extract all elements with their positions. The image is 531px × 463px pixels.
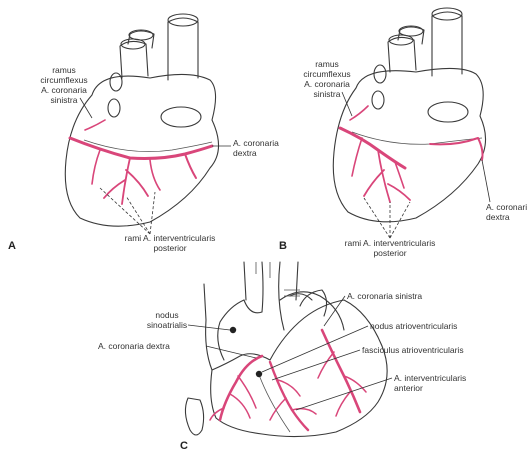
panel-c-leader-dextra — [206, 346, 256, 358]
label-text: sinoatrialis — [147, 320, 187, 330]
panel-c-label-coronaria-sinistra: A. coronaria sinistra — [347, 291, 422, 301]
label-text: nodus — [155, 310, 178, 320]
label-text: circumflexus — [40, 75, 87, 85]
panel-b-left-pulm-vein — [374, 65, 386, 83]
panel-a-aorta — [168, 18, 198, 80]
panel-c-leader-sinoatrialis — [188, 325, 230, 330]
label-text: A. interventricularis — [394, 373, 466, 383]
panel-c-atrioventricular-node — [256, 371, 262, 377]
label-text: dextra — [486, 212, 510, 222]
panel-c-pericardial-fold — [185, 398, 203, 435]
label-text: posterior — [373, 248, 406, 258]
panel-b-label-coronaria-dextra: A. coronari dextra — [486, 202, 527, 222]
panel-b-leader-dextra — [482, 160, 490, 202]
panel-a-coronaria-dextra-segment — [185, 154, 196, 178]
panel-c-label-coronaria-dextra: A. coronaria dextra — [98, 341, 170, 351]
panel-a-letter: A — [8, 240, 16, 252]
label-text: circumflexus — [303, 69, 350, 79]
panel-b-ivc-opening — [428, 102, 468, 122]
panel-a-ivc-opening — [161, 107, 201, 127]
panel-b-coronaria-dextra-segment — [430, 138, 483, 160]
panel-b-leader-rami — [364, 198, 410, 238]
panel-c — [185, 262, 387, 437]
panel-c-septum — [258, 372, 290, 432]
panel-b — [333, 8, 485, 222]
label-text: sinistra — [51, 95, 78, 105]
label-text: ramus — [52, 65, 76, 75]
panel-a-pulmonary-vessels — [120, 31, 154, 78]
panel-b-posterior-interventricular-branch-2 — [350, 106, 404, 188]
panel-b-left-pulm-vein-2 — [372, 91, 384, 109]
label-text: A. coronaria — [304, 79, 350, 89]
panel-a — [65, 14, 218, 226]
panel-c-label-sinoatrialis: nodus sinoatrialis — [147, 310, 187, 330]
label-text: rami A. interventricularis — [125, 233, 216, 243]
label-text: sinistra — [314, 89, 341, 99]
label-text: ramus — [315, 59, 339, 69]
panel-a-left-pulm-vein-2 — [108, 99, 120, 117]
panel-c-sinoatrial-node — [230, 327, 236, 333]
panel-a-left-pulm-vein — [110, 73, 122, 91]
panel-b-label-circumflexus: ramus circumflexus A. coronaria sinistra — [303, 59, 350, 99]
label-text: anterior — [394, 383, 423, 393]
label-text: A. coronari — [486, 202, 527, 212]
label-text: A. coronaria — [41, 85, 87, 95]
label-text: dextra — [233, 148, 257, 158]
panel-a-posterior-interventricular-branch-1 — [104, 158, 148, 204]
panel-b-aorta — [432, 12, 462, 76]
panel-a-label-rami: rami A. interventricularis posterior — [125, 233, 216, 253]
panel-c-anterior-interventricular-artery — [270, 362, 308, 430]
panel-c-leader-anterior — [296, 378, 392, 410]
panel-a-label-coronaria-dextra: A. coronaria dextra — [233, 138, 279, 158]
panel-c-right-coronary-artery — [220, 356, 262, 420]
panel-b-label-rami: rami A. interventricularis posterior — [345, 238, 436, 258]
panel-c-label-fasciculus: fasciculus atrioventricularis — [362, 345, 464, 355]
panel-c-label-interventricularis-anterior: A. interventricularis anterior — [394, 373, 466, 393]
label-text: A. coronaria — [233, 138, 279, 148]
panel-c-heart-outline — [211, 300, 387, 437]
panel-a-circumflex-artery — [70, 138, 212, 159]
panel-b-pulmonary-vessels — [388, 27, 424, 72]
panel-c-label-atrioventricularis: nodus atrioventricularis — [370, 321, 457, 331]
label-text: posterior — [153, 243, 186, 253]
panel-c-anterior-branches — [270, 380, 316, 420]
label-text: rami A. interventricularis — [345, 238, 436, 248]
panel-c-leader-fasciculus — [272, 350, 360, 380]
panel-b-letter: B — [279, 240, 287, 252]
panel-c-letter: C — [180, 440, 188, 452]
panel-c-right-coronary-branches — [210, 376, 256, 420]
